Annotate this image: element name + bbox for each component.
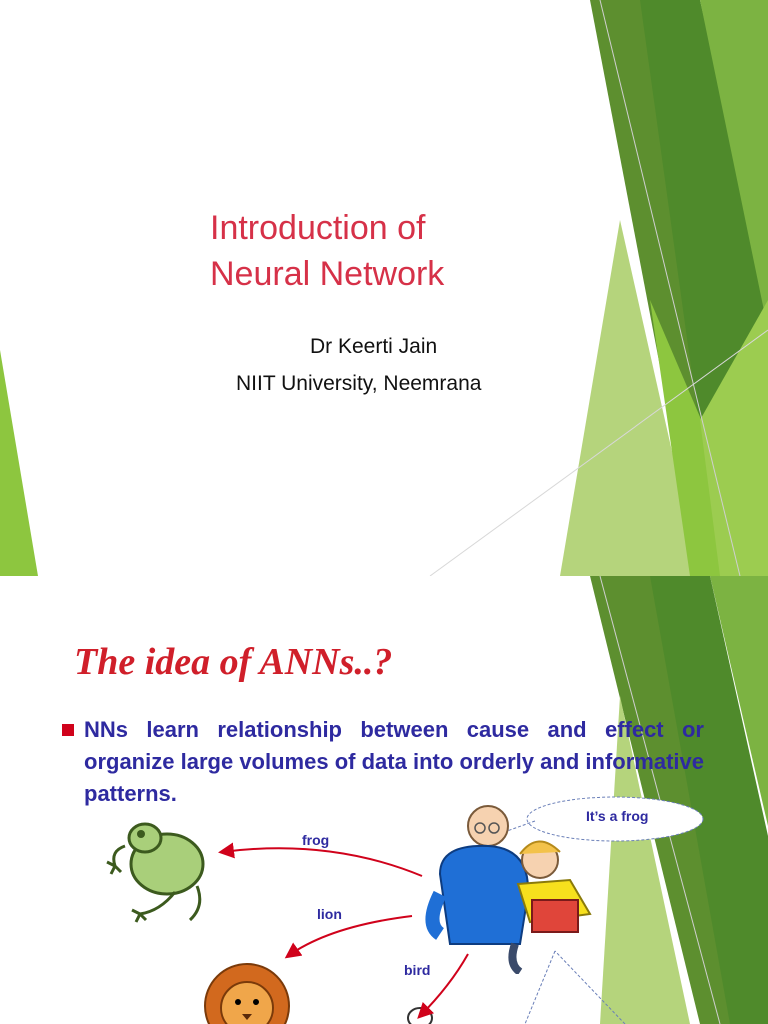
label-lion: lion [317, 906, 342, 922]
green-decoration [0, 0, 768, 576]
slide-title: Introduction of Neural Network [210, 205, 590, 297]
speech-bubble [506, 796, 704, 1024]
frog-clipart [106, 822, 205, 923]
green-decoration-2 [590, 576, 768, 1024]
bullet-text: NNs learn relationship between cause and… [84, 717, 704, 806]
affiliation: NIIT University, Neemrana [236, 372, 482, 395]
slide-title: The idea of ANNs..? [74, 641, 393, 683]
label-frog: frog [302, 832, 330, 848]
speech-text: It’s a frog [586, 808, 649, 824]
author-name: Dr Keerti Jain [310, 335, 438, 358]
content-slide: The idea of ANNs..? NNs learn relationsh… [0, 576, 768, 1024]
title-line-1: Introduction of [210, 209, 426, 247]
title-line-2: Neural Network [210, 255, 445, 293]
title-slide: Introduction of Neural Network Dr Keerti… [0, 0, 768, 576]
lion-clipart [204, 963, 290, 1024]
label-bird: bird [404, 962, 431, 978]
bullet-marker [62, 724, 74, 736]
arrows [218, 842, 469, 1019]
teacher-and-child-clipart [425, 805, 592, 974]
